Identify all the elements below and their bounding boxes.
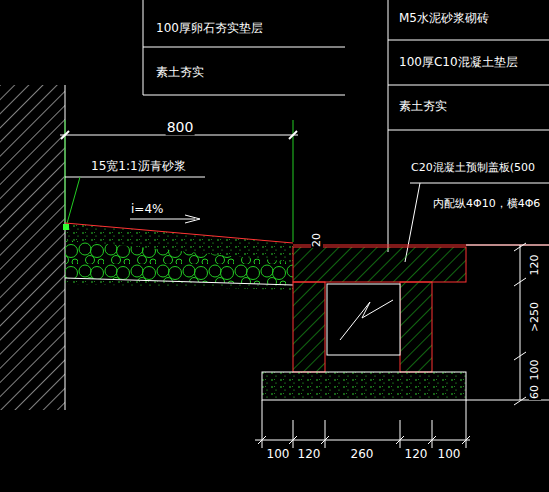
dimension: 260 — [350, 448, 375, 461]
dimension: 800 — [166, 120, 195, 135]
dimension: 120 — [297, 448, 322, 461]
note: C20混凝土预制盖板(500 — [410, 162, 536, 174]
dimension: 100 — [529, 359, 541, 382]
dimension: 120 — [529, 254, 541, 277]
note: 内配纵4Φ10，横4Φ6 — [432, 198, 541, 210]
dimension: >250 — [529, 301, 541, 333]
table-cell: 素土夯实 — [155, 66, 205, 79]
table-cell: 100厚卵石夯实垫层 — [155, 22, 264, 35]
table-cell: M5水泥砂浆砌砖 — [398, 12, 490, 25]
table-cell: 100厚C10混凝土垫层 — [398, 56, 519, 69]
trench — [262, 245, 549, 400]
dimension: 120 — [404, 448, 429, 461]
dimensions — [255, 243, 549, 448]
dimension: i=4% — [130, 203, 164, 216]
table-cell: 素土夯实 — [398, 100, 448, 113]
dimension-800 — [60, 120, 298, 242]
note: 15宽1:1沥青砂浆 — [90, 160, 187, 173]
dimension: 100 — [437, 448, 462, 461]
dimension: 100 — [266, 448, 291, 461]
dimension: 60 — [529, 384, 541, 400]
wall — [0, 85, 65, 410]
dimension: 20 — [311, 232, 323, 248]
paving — [65, 223, 549, 290]
tables — [143, 0, 549, 252]
